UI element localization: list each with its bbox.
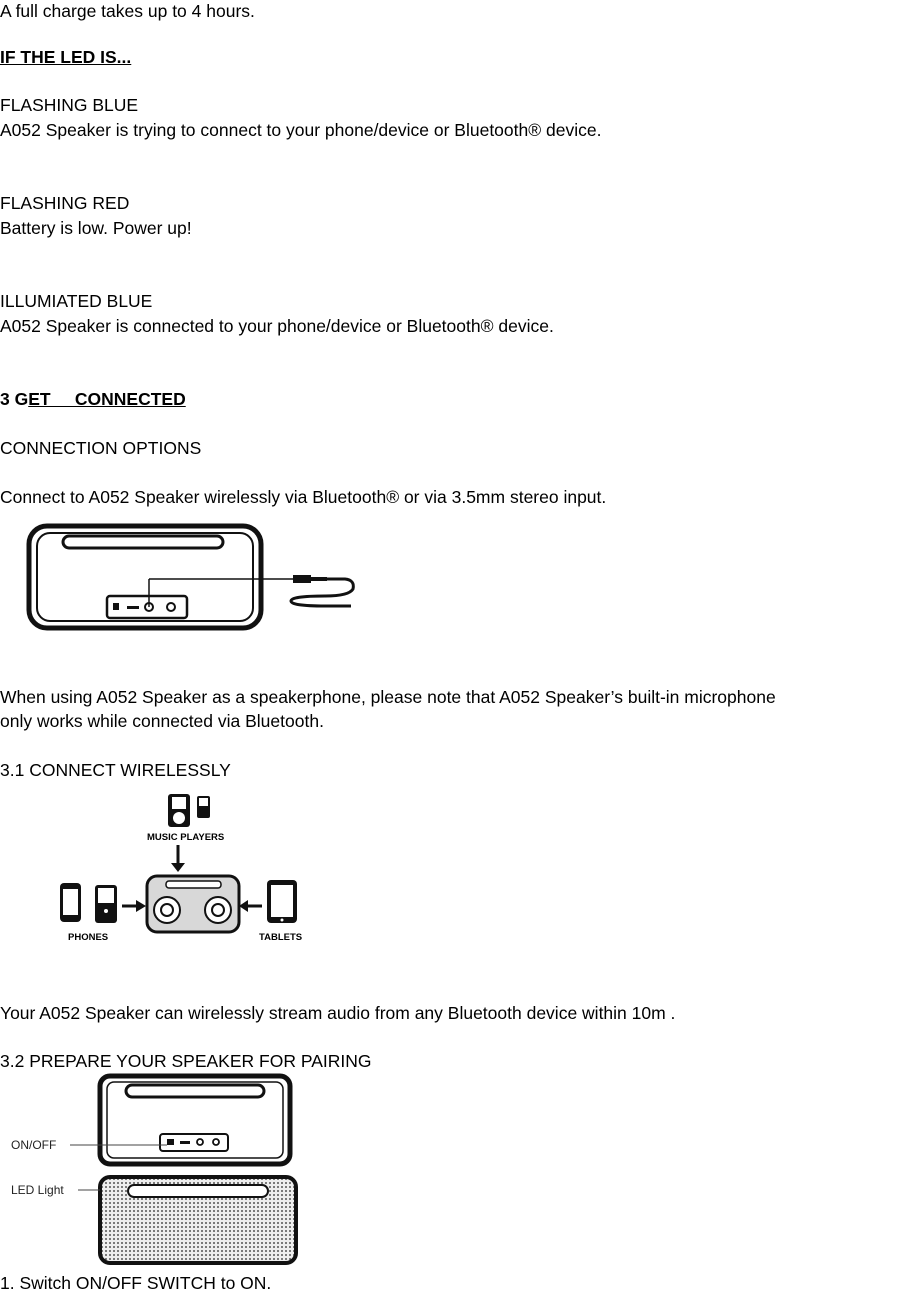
- led-desc-flashing-blue: A052 Speaker is trying to connect to you…: [0, 120, 602, 140]
- led-state-flashing-red: FLASHING RED: [0, 193, 130, 213]
- wireless-connection-diagram: MUSIC PLAYERS PHONES TABLETS: [60, 794, 302, 943]
- led-desc-illuminated-blue: A052 Speaker is connected to your phone/…: [0, 316, 554, 336]
- speaker-aux-cable-illustration: [26, 523, 355, 631]
- section-3-heading: 3 GET CONNECTED: [0, 388, 186, 410]
- section-3-title: ET CONNECTED: [28, 389, 186, 409]
- section-3-1-heading: 3.1 CONNECT WIRELESSLY: [0, 760, 231, 780]
- speakerphone-note-line-2: only works while connected via Bluetooth…: [0, 711, 324, 731]
- connection-options-heading: CONNECTION OPTIONS: [0, 438, 202, 458]
- led-light-label: LED Light: [11, 1183, 64, 1197]
- step-1: 1. Switch ON/OFF SWITCH to ON.: [0, 1273, 272, 1293]
- connect-intro: Connect to A052 Speaker wirelessly via B…: [0, 487, 607, 507]
- led-heading: IF THE LED IS...: [0, 47, 132, 67]
- section-3-number: 3 G: [0, 389, 29, 409]
- charge-note: A full charge takes up to 4 hours.: [0, 1, 255, 21]
- on-off-label: ON/OFF: [11, 1138, 56, 1152]
- speaker-pairing-diagram: ON/OFF LED Light: [11, 1073, 298, 1265]
- led-state-flashing-blue: FLASHING BLUE: [0, 95, 139, 115]
- phones-label: PHONES: [68, 932, 108, 943]
- stream-note: Your A052 Speaker can wirelessly stream …: [0, 1003, 676, 1023]
- section-3-2-heading: 3.2 PREPARE YOUR SPEAKER FOR PAIRING: [0, 1051, 372, 1071]
- speaker-icon: [145, 874, 241, 934]
- led-desc-flashing-red: Battery is low. Power up!: [0, 218, 192, 238]
- led-state-illuminated-blue: ILLUMIATED BLUE: [0, 291, 153, 311]
- power-switch-icon: [167, 1139, 174, 1145]
- speakerphone-note-line-1: When using A052 Speaker as a speakerphon…: [0, 687, 776, 707]
- music-players-label: MUSIC PLAYERS: [147, 832, 224, 843]
- tablets-label: TABLETS: [259, 932, 302, 943]
